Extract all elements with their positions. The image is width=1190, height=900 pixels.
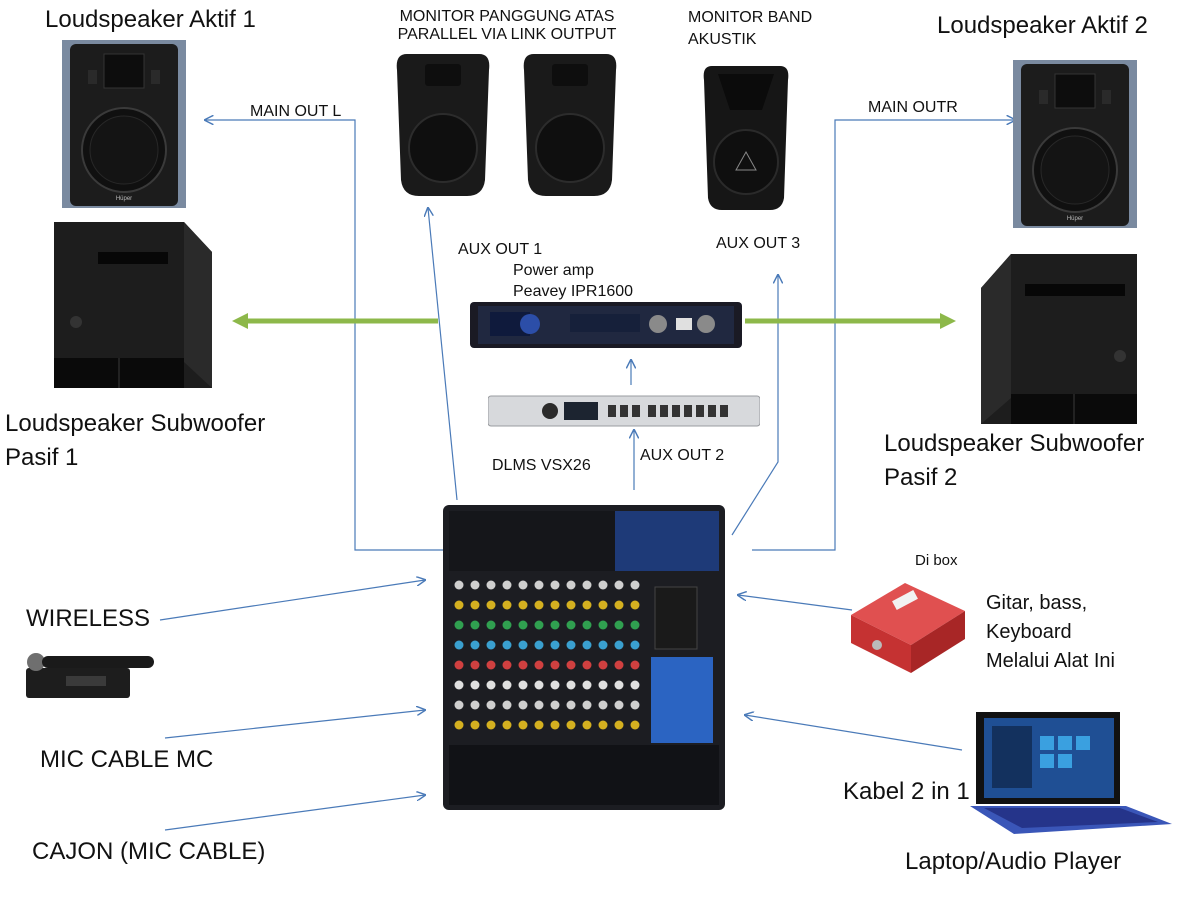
- svg-text:Hüper: Hüper: [1067, 216, 1083, 222]
- main-out-left-label: MAIN OUT L: [250, 103, 342, 120]
- wireless-wire: [159, 580, 425, 621]
- cajon-wire: [164, 795, 425, 831]
- band-monitor-label-line-2: AKUSTIK: [688, 31, 757, 49]
- di-box-wire: [738, 595, 853, 611]
- subwoofer-2-label-line-2: Pasif 2: [884, 463, 958, 491]
- stage-monitor-label-line-2: PARALLEL VIA LINK OUTPUT: [397, 26, 617, 44]
- subwoofer-1-label: Loudspeaker Subwoofer Pasif 1: [5, 410, 265, 471]
- subwoofer-2-label-line-1: Loudspeaker Subwoofer: [884, 430, 1145, 457]
- power-amp-label: Power amp Peavey IPR1600: [513, 262, 633, 302]
- subwoofer-1-label-line-1: Loudspeaker Subwoofer: [5, 410, 266, 437]
- main-out-right-label: MAIN OUTR: [868, 99, 958, 116]
- instruments-label-line-1: Gitar, bass,: [986, 592, 1088, 614]
- instruments-label-line-2: Keyboard: [986, 621, 1072, 643]
- active-speaker-2-label: Loudspeaker Aktif 2: [937, 12, 1148, 39]
- mixer-console-image: [443, 505, 725, 810]
- laptop-label: Laptop/Audio Player: [905, 848, 1122, 875]
- mic-mc-wire: [164, 710, 425, 739]
- stage-monitor-label: MONITOR PANGGUNG ATAS PARALLEL VIA LINK …: [393, 8, 621, 45]
- wireless-receiver-image: [26, 653, 154, 698]
- aux-out-3-label: AUX OUT 3: [716, 235, 801, 252]
- mic-cable-mc-label: MIC CABLE MC: [40, 746, 214, 773]
- subwoofer-2-image: [981, 254, 1137, 424]
- main-out-right-wire: [752, 120, 1015, 551]
- stage-monitor-left-image: [396, 54, 490, 196]
- active-speaker-1-label: Loudspeaker Aktif 1: [45, 6, 256, 33]
- laptop-wire: [745, 715, 963, 751]
- active-speaker-2-image: Hüper: [1013, 60, 1137, 228]
- band-monitor-image: [703, 66, 789, 210]
- power-amp-label-line-2: Peavey IPR1600: [513, 283, 634, 301]
- di-box-image: [851, 583, 965, 673]
- svg-text:Hüper: Hüper: [116, 196, 132, 202]
- power-amp-image: [470, 302, 742, 348]
- subwoofer-1-label-line-2: Pasif 1: [5, 443, 79, 471]
- active-speaker-1-image: Hüper: [62, 40, 186, 208]
- laptop-image: [970, 712, 1172, 834]
- subwoofer-2-label: Loudspeaker Subwoofer Pasif 2: [884, 430, 1144, 491]
- processor-label: DLMS VSX26: [492, 457, 591, 474]
- band-monitor-label-line-1: MONITOR BAND: [688, 9, 813, 26]
- instruments-label: Gitar, bass, Keyboard Melalui Alat Ini: [986, 592, 1115, 673]
- di-box-label: Di box: [915, 552, 958, 569]
- stage-monitor-label-line-1: MONITOR PANGGUNG ATAS: [399, 8, 615, 25]
- cable-2in1-label: Kabel 2 in 1: [843, 778, 970, 805]
- main-out-left-wire: [205, 120, 450, 551]
- processor-image: [488, 395, 760, 427]
- stage-monitor-right-image: [523, 54, 617, 196]
- aux-out-1-wire: [428, 208, 458, 501]
- aux-out-1-label: AUX OUT 1: [458, 241, 543, 258]
- aux-out-3-wire: [731, 275, 778, 536]
- instruments-label-line-3: Melalui Alat Ini: [986, 650, 1115, 672]
- wireless-label: WIRELESS: [26, 605, 151, 632]
- subwoofer-1-image: [54, 222, 212, 388]
- cajon-label: CAJON (MIC CABLE): [32, 838, 266, 865]
- aux-out-2-label: AUX OUT 2: [640, 447, 725, 464]
- power-amp-label-line-1: Power amp: [513, 262, 594, 279]
- band-monitor-label: MONITOR BAND AKUSTIK: [688, 9, 812, 50]
